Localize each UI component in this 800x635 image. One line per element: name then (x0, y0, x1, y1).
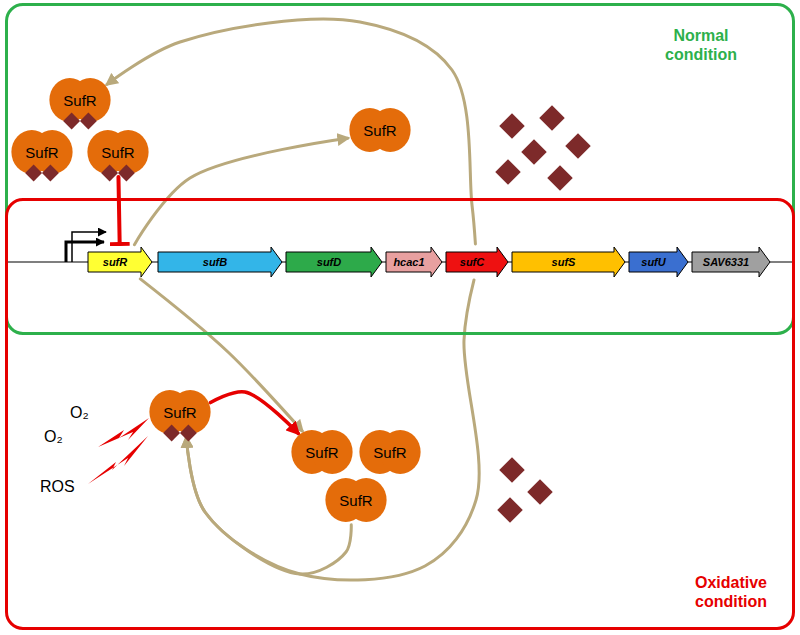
connector-arrow (140, 279, 302, 431)
connector-arrow (107, 19, 475, 244)
fe-s-cluster (80, 113, 97, 130)
gene-name: sufB (203, 256, 227, 268)
repression-line (118, 177, 119, 244)
gene-arrow: SAV6331 (692, 247, 770, 277)
protein-name: SufR (63, 92, 96, 109)
protein-name: SufR (339, 492, 372, 509)
gene-name: sufC (460, 256, 484, 268)
oxygen-label: O₂ (44, 428, 63, 446)
fe-s-cluster (63, 113, 80, 130)
gene-arrow-body (386, 247, 442, 277)
fe-s-cluster (25, 165, 42, 182)
sufr-protein: SufR (350, 108, 410, 152)
gene-arrow: sufC (446, 247, 508, 277)
gene-name: sufU (641, 256, 665, 268)
gene-arrow-body (88, 247, 152, 277)
connector-arrow (186, 280, 479, 580)
protein-name: SufR (25, 144, 58, 161)
sufr-protein: SufR (326, 478, 386, 522)
gene-name: sufS (552, 256, 576, 268)
gene-arrow: sufD (286, 247, 382, 277)
lightning-bolt (88, 436, 148, 484)
connector-arrow (211, 392, 299, 434)
sufr-protein: SufR (88, 130, 148, 174)
gene-name: hcac1 (393, 256, 424, 268)
gene-arrow: sufR (88, 247, 152, 277)
gene-arrow-body (286, 247, 382, 277)
protein-name: SufR (363, 122, 396, 139)
region-title: Normal condition (646, 26, 756, 64)
gene-name: SAV6331 (703, 256, 749, 268)
connector-arrow (134, 138, 347, 245)
gene-arrow-body (446, 247, 508, 277)
fe-s-cluster (118, 165, 135, 182)
gene-arrow: hcac1 (386, 247, 442, 277)
gene-name: sufD (317, 256, 341, 268)
sufr-protein: SufR (50, 78, 110, 122)
fe-s-cluster (163, 425, 180, 442)
gene-arrow-body (158, 247, 282, 277)
region-title: Oxidative condition (676, 573, 786, 611)
gene-arrow-body (692, 247, 770, 277)
fe-s-cluster (101, 165, 118, 182)
sufr-protein: SufR (360, 430, 420, 474)
condition-region: Normal conditionSufR SufR SufR SufR (5, 3, 795, 335)
sufr-protein: SufR (150, 390, 210, 434)
fe-s-cluster (42, 165, 59, 182)
ros-label: ROS (40, 478, 75, 496)
protein-name: SufR (163, 404, 196, 421)
gene-arrow: sufB (158, 247, 282, 277)
protein-name: SufR (305, 444, 338, 461)
protein-name: SufR (101, 144, 134, 161)
gene-arrow-body (512, 247, 625, 277)
fe-s-cluster (180, 425, 197, 442)
gene-name: sufR (103, 256, 127, 268)
oxygen-label: O₂ (70, 404, 89, 422)
fe-s-clusters (495, 105, 590, 522)
gene-arrow: sufS (512, 247, 625, 277)
sufr-protein: SufR (292, 430, 352, 474)
sufr-protein: SufR (12, 130, 72, 174)
protein-name: SufR (373, 444, 406, 461)
gene-arrow-body (629, 247, 688, 277)
gene-arrow: sufU (629, 247, 688, 277)
